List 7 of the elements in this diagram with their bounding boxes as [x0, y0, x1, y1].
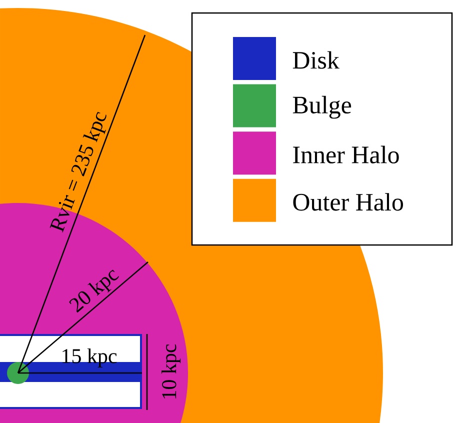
legend-label: Bulge [292, 96, 352, 119]
dimension-label: 20 kpc [69, 270, 119, 313]
legend-label: Disk [292, 51, 340, 69]
dimension-label: 10 kpc [161, 344, 181, 398]
dimension-label: Rvir = 235 kpc [50, 112, 106, 232]
legend-label: Inner Halo [293, 146, 399, 164]
legend-label: Outer Halo [293, 193, 404, 211]
